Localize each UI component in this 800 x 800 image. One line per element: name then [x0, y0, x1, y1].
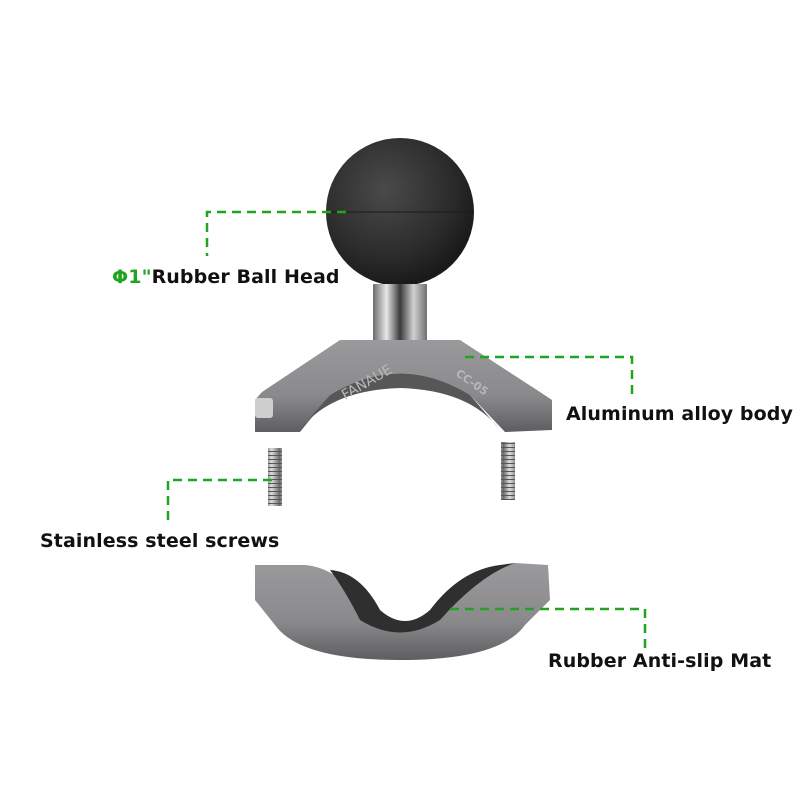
rubber-ball-head: [326, 138, 474, 340]
callout-mat: Rubber Anti-slip Mat: [548, 650, 771, 672]
screw-right: [501, 442, 515, 500]
callout-screws: Stainless steel screws: [40, 530, 279, 552]
callout-body-text: Aluminum alloy body: [566, 403, 793, 425]
callout-screws-text: Stainless steel screws: [40, 530, 280, 552]
callout-ball-head-text: Rubber Ball Head: [151, 266, 340, 288]
callout-leader-lines: [166, 210, 647, 648]
screw-left: [268, 448, 282, 506]
leader-screws: [166, 478, 272, 524]
callout-ball-head: Φ1"Rubber Ball Head: [112, 266, 340, 288]
aluminum-clamp-upper: FANAUE CC-05: [255, 340, 552, 432]
leader-body: [465, 355, 634, 398]
callout-body: Aluminum alloy body: [566, 403, 793, 425]
aluminum-clamp-lower: [255, 563, 550, 660]
leader-ball-head: [205, 210, 346, 256]
leader-mat: [450, 607, 647, 648]
diameter-prefix: Φ1": [112, 266, 152, 288]
callout-mat-text: Rubber Anti-slip Mat: [548, 650, 772, 672]
